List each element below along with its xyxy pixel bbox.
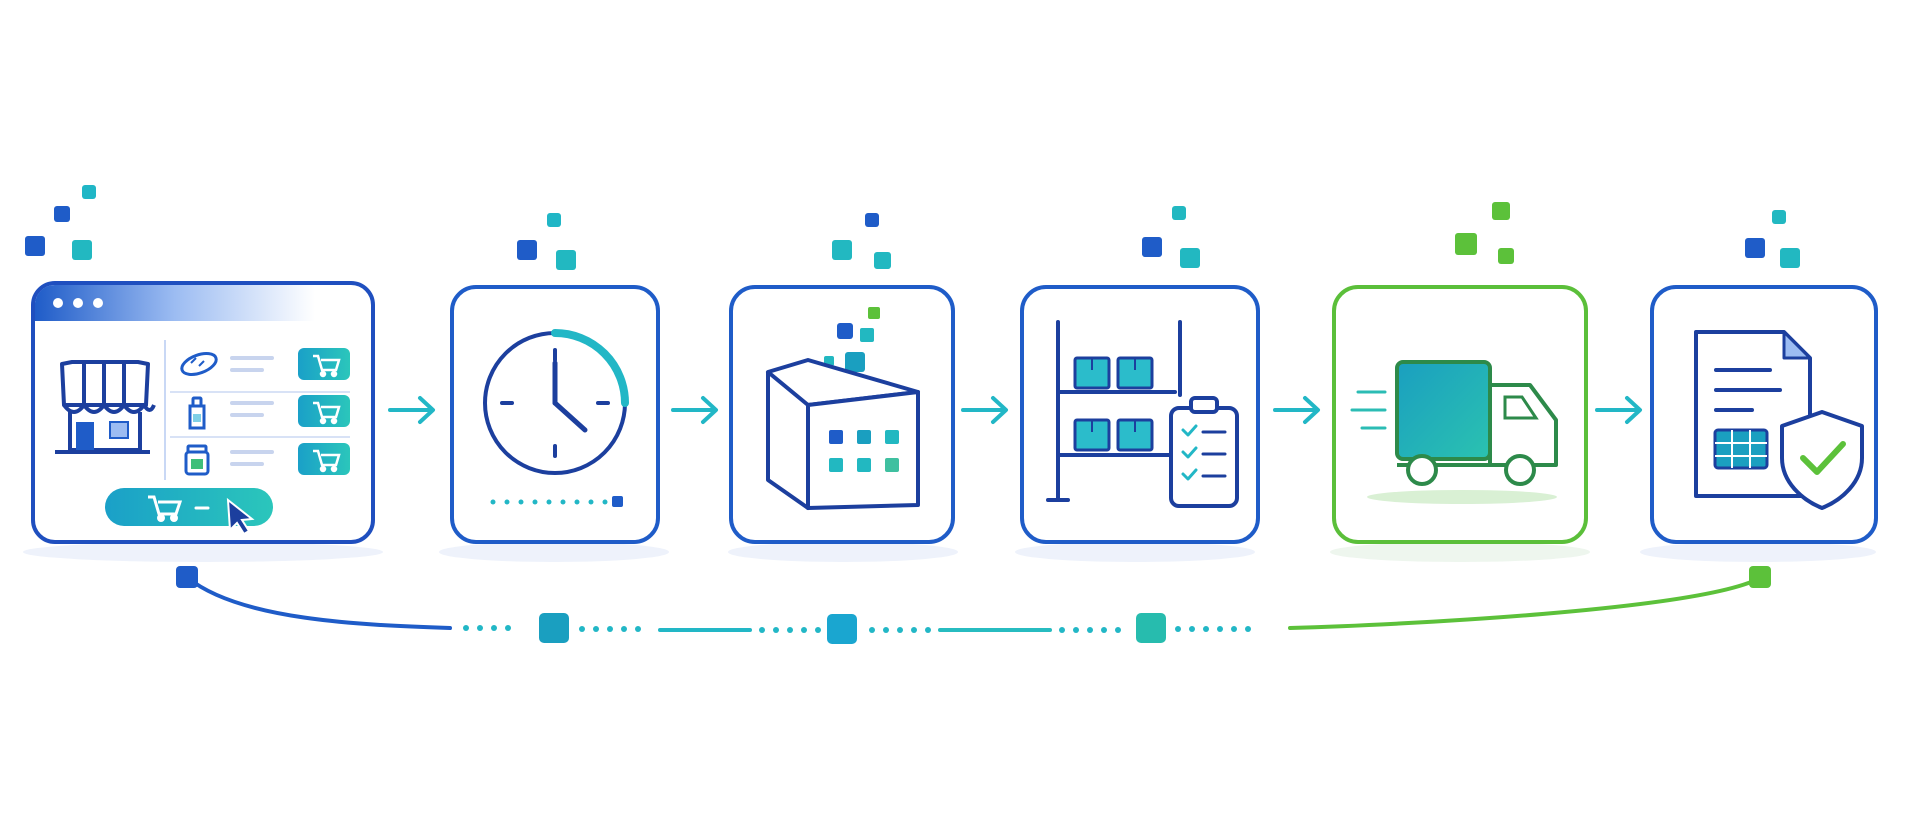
step-waiting-time bbox=[439, 213, 669, 562]
cart-icon bbox=[148, 495, 183, 522]
bottle-icon bbox=[188, 396, 206, 430]
add-to-cart-button[interactable] bbox=[298, 395, 350, 427]
clock-icon bbox=[483, 329, 629, 475]
arrow-right-icon bbox=[388, 396, 435, 424]
timeline-milestone bbox=[827, 614, 857, 644]
window-dot-icon bbox=[73, 298, 83, 308]
mouse-cursor-icon bbox=[226, 497, 255, 536]
shop-storefront-icon bbox=[55, 360, 156, 454]
window-dot-icon bbox=[93, 298, 103, 308]
arrow-right-icon bbox=[671, 396, 718, 424]
product-row bbox=[180, 348, 350, 380]
add-to-cart-button[interactable] bbox=[298, 348, 350, 380]
shield-check-icon bbox=[1780, 410, 1864, 510]
window-dot-icon bbox=[53, 298, 63, 308]
add-to-cart-button[interactable] bbox=[298, 443, 350, 475]
bread-icon bbox=[180, 352, 218, 376]
box-icon bbox=[766, 307, 920, 510]
arrow-right-icon bbox=[1273, 396, 1320, 424]
step-warehouse bbox=[1015, 206, 1260, 562]
pixel-squares-decor bbox=[1455, 202, 1514, 264]
timeline-end-node bbox=[1749, 566, 1771, 588]
timeline bbox=[176, 566, 1771, 644]
step-online-store bbox=[23, 185, 383, 562]
timeline-milestone bbox=[539, 613, 569, 643]
product-row bbox=[184, 443, 350, 476]
timeline-start-node bbox=[176, 566, 198, 588]
step-secure-invoice bbox=[1640, 210, 1878, 562]
progress-dots bbox=[490, 496, 623, 507]
cart-icon bbox=[313, 449, 341, 473]
delivery-truck-icon bbox=[1350, 360, 1558, 504]
arrow-right-icon bbox=[961, 396, 1008, 424]
pixel-squares-decor bbox=[1745, 210, 1800, 268]
pixel-squares-decor bbox=[832, 213, 891, 269]
shop-window bbox=[109, 421, 129, 439]
step-packing bbox=[728, 213, 958, 562]
browser-header-bar bbox=[35, 284, 315, 321]
shop-door bbox=[76, 422, 94, 450]
cart-icon bbox=[313, 401, 341, 425]
timeline-milestone bbox=[1136, 613, 1166, 643]
arrow-right-icon bbox=[1595, 396, 1642, 424]
product-row bbox=[188, 395, 350, 430]
jar-icon bbox=[184, 444, 210, 476]
clipboard-checklist-icon bbox=[1169, 396, 1239, 508]
pixel-squares-decor bbox=[25, 185, 96, 260]
step-delivery bbox=[1330, 202, 1590, 562]
warehouse-shelf-icon bbox=[1046, 320, 1182, 502]
cart-icon bbox=[313, 354, 341, 378]
timeline-dots bbox=[463, 625, 1251, 633]
pixel-squares-decor bbox=[1142, 206, 1200, 268]
pixel-squares-decor bbox=[517, 213, 576, 270]
